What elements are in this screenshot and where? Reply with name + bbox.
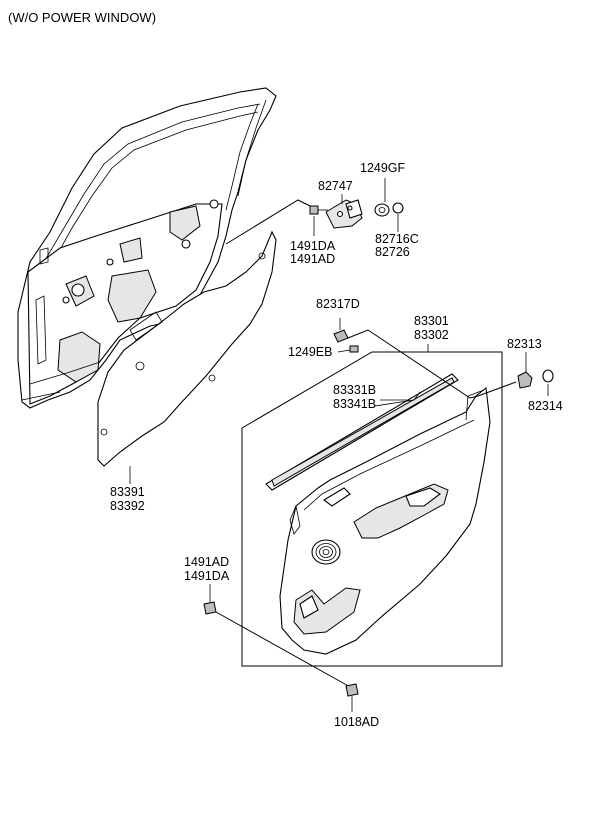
vapor-barrier-hole [258,252,266,260]
label-83302: 83302 [414,328,449,342]
leader-clip-panel [347,329,479,399]
label-83331B: 83331B [333,383,376,397]
label-82747: 82747 [318,179,353,193]
lock-knob-slot [323,487,351,507]
label-1491AD-top: 1491AD [290,252,335,266]
label-1491AD-bottom: 1491AD [184,555,229,569]
label-82716C: 82716C [375,232,419,246]
leader-lower-screw [215,611,353,689]
door-inner-panel [17,87,277,409]
label-83391: 83391 [110,485,145,499]
label-83392: 83392 [110,499,145,513]
handle-pocket [405,487,441,507]
diagram-title: (W/O POWER WINDOW) [8,10,156,25]
bolt-1018AD [345,683,359,697]
cap-82314 [542,369,554,383]
speaker-grille [311,539,341,565]
label-1018AD: 1018AD [334,715,379,729]
label-82317D: 82317D [316,297,360,311]
vapor-barrier-hole [100,428,108,436]
label-83341B: 83341B [333,397,376,411]
screw-1491DA [309,205,319,215]
screw-1249EB [349,345,359,353]
cap-82716C [392,202,404,214]
leader-83331B [374,391,421,407]
clip-82317D [333,329,349,343]
label-1249GF: 1249GF [360,161,406,175]
vapor-barrier-hole [135,361,145,371]
label-82313: 82313 [507,337,542,351]
nut-82313 [517,371,533,389]
label-82726: 82726 [375,245,410,259]
leader-82747-barrier [225,199,315,245]
vapor-barrier-slot [129,311,163,341]
label-1491DA-bottom: 1491DA [184,569,230,583]
label-82314: 82314 [528,399,563,413]
washer-1249GF [374,203,390,217]
inside-handle-bracket-group [309,178,404,236]
leader-82313 [477,381,517,397]
screw-1491AD [203,601,217,615]
label-83301: 83301 [414,314,449,328]
vapor-barrier-hole [208,374,216,382]
belt-weatherstrip [265,373,459,491]
door-trim-panel [279,386,491,655]
label-1491DA-top: 1491DA [290,239,336,253]
label-1249EB: 1249EB [288,345,332,359]
